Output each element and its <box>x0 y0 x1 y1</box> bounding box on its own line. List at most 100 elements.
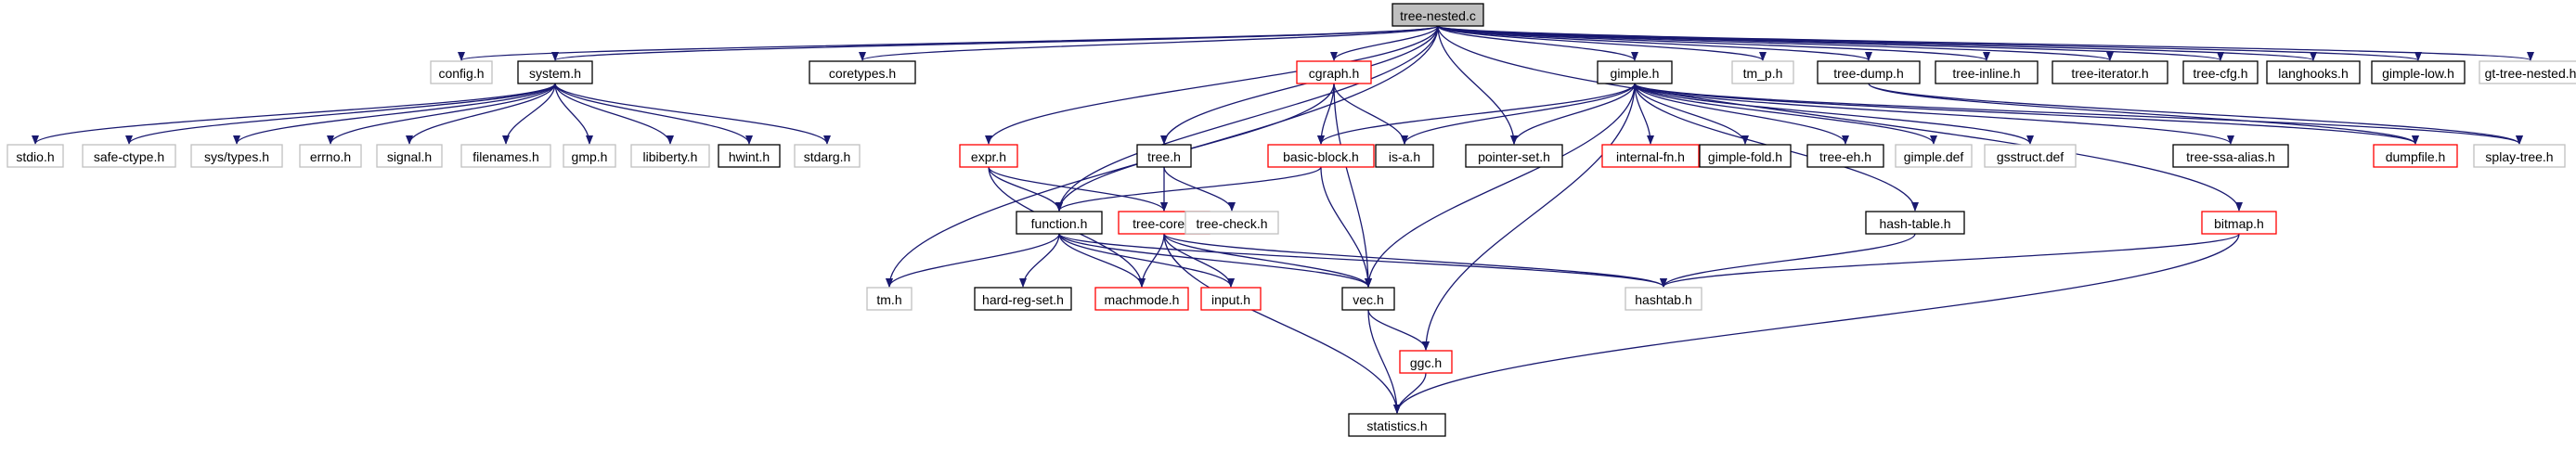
node-tmp[interactable]: tm_p.h <box>1731 60 1794 84</box>
node-box-machmode[interactable] <box>1094 287 1189 311</box>
node-box-tm[interactable] <box>866 287 913 311</box>
node-box-hashtable[interactable] <box>1865 211 1965 235</box>
node-config[interactable]: config.h <box>430 60 493 84</box>
node-function[interactable]: function.h <box>1016 211 1103 235</box>
node-box-safectype[interactable] <box>82 144 176 168</box>
node-box-cgraph[interactable] <box>1296 60 1372 84</box>
node-box-vec[interactable] <box>1341 287 1395 311</box>
node-box-isa[interactable] <box>1375 144 1434 168</box>
node-box-tree[interactable] <box>1136 144 1192 168</box>
node-box-gtnested[interactable] <box>2479 60 2576 84</box>
node-box-gsstruct[interactable] <box>1984 144 2077 168</box>
node-hashtab[interactable]: hashtab.h <box>1625 287 1702 311</box>
node-input[interactable]: input.h <box>1200 287 1262 311</box>
node-splaytree[interactable]: splay-tree.h <box>2473 144 2566 168</box>
node-box-signal[interactable] <box>376 144 443 168</box>
node-box-treeiter[interactable] <box>2052 60 2168 84</box>
node-box-treedump[interactable] <box>1817 60 1921 84</box>
node-box-dumpfile[interactable] <box>2373 144 2458 168</box>
node-box-coretypes[interactable] <box>809 60 916 84</box>
node-system[interactable]: system.h <box>517 60 593 84</box>
node-systypes[interactable]: sys/types.h <box>190 144 283 168</box>
node-box-hardregset[interactable] <box>974 287 1072 311</box>
node-treeinline[interactable]: tree-inline.h <box>1935 60 2039 84</box>
node-box-errno[interactable] <box>299 144 362 168</box>
node-box-config[interactable] <box>430 60 493 84</box>
node-box-gimplefold[interactable] <box>1699 144 1792 168</box>
node-box-function[interactable] <box>1016 211 1103 235</box>
node-treecfg[interactable]: tree-cfg.h <box>2182 60 2259 84</box>
node-box-root[interactable] <box>1392 3 1484 27</box>
node-box-stdarg[interactable] <box>794 144 861 168</box>
node-isa[interactable]: is-a.h <box>1375 144 1434 168</box>
node-treeeh[interactable]: tree-eh.h <box>1806 144 1884 168</box>
node-box-gimpledef[interactable] <box>1895 144 1973 168</box>
node-treessaalias[interactable]: tree-ssa-alias.h <box>2172 144 2289 168</box>
node-box-internalfn[interactable] <box>1601 144 1700 168</box>
node-box-system[interactable] <box>517 60 593 84</box>
node-box-langhooks[interactable] <box>2266 60 2361 84</box>
node-treecheck[interactable]: tree-check.h <box>1184 211 1279 235</box>
node-bitmap[interactable]: bitmap.h <box>2201 211 2277 235</box>
node-box-treecheck[interactable] <box>1184 211 1279 235</box>
node-filenames[interactable]: filenames.h <box>460 144 551 168</box>
node-box-treeinline[interactable] <box>1935 60 2039 84</box>
node-dumpfile[interactable]: dumpfile.h <box>2373 144 2458 168</box>
node-gimplelow[interactable]: gimple-low.h <box>2371 60 2466 84</box>
node-libiberty[interactable]: libiberty.h <box>630 144 710 168</box>
node-pointerset[interactable]: pointer-set.h <box>1465 144 1563 168</box>
node-box-filenames[interactable] <box>460 144 551 168</box>
node-expr[interactable]: expr.h <box>959 144 1018 168</box>
node-gmp[interactable]: gmp.h <box>563 144 616 168</box>
node-statistics[interactable]: statistics.h <box>1348 413 1446 437</box>
node-box-gmp[interactable] <box>563 144 616 168</box>
node-box-expr[interactable] <box>959 144 1018 168</box>
node-treeiter[interactable]: tree-iterator.h <box>2052 60 2168 84</box>
node-box-hwint[interactable] <box>718 144 781 168</box>
node-box-gimple[interactable] <box>1597 60 1673 84</box>
node-box-treessaalias[interactable] <box>2172 144 2289 168</box>
node-label-pointerset: pointer-set.h <box>1478 149 1550 164</box>
edge-system-to-safectype <box>125 83 556 145</box>
node-box-treeeh[interactable] <box>1806 144 1884 168</box>
node-box-stdio[interactable] <box>6 144 64 168</box>
node-box-systypes[interactable] <box>190 144 283 168</box>
node-cgraph[interactable]: cgraph.h <box>1296 60 1372 84</box>
node-hardregset[interactable]: hard-reg-set.h <box>974 287 1072 311</box>
node-langhooks[interactable]: langhooks.h <box>2266 60 2361 84</box>
node-box-tmp[interactable] <box>1731 60 1794 84</box>
node-box-ggc[interactable] <box>1399 350 1453 374</box>
node-signal[interactable]: signal.h <box>376 144 443 168</box>
node-safectype[interactable]: safe-ctype.h <box>82 144 176 168</box>
node-gimple[interactable]: gimple.h <box>1597 60 1673 84</box>
node-treedump[interactable]: tree-dump.h <box>1817 60 1921 84</box>
node-box-gimplelow[interactable] <box>2371 60 2466 84</box>
node-root[interactable]: tree-nested.c <box>1392 3 1484 27</box>
node-coretypes[interactable]: coretypes.h <box>809 60 916 84</box>
node-box-treecfg[interactable] <box>2182 60 2259 84</box>
node-stdarg[interactable]: stdarg.h <box>794 144 861 168</box>
node-ggc[interactable]: ggc.h <box>1399 350 1453 374</box>
node-hashtable[interactable]: hash-table.h <box>1865 211 1965 235</box>
node-box-bitmap[interactable] <box>2201 211 2277 235</box>
node-machmode[interactable]: machmode.h <box>1094 287 1189 311</box>
node-tree[interactable]: tree.h <box>1136 144 1192 168</box>
node-box-statistics[interactable] <box>1348 413 1446 437</box>
node-hwint[interactable]: hwint.h <box>718 144 781 168</box>
node-errno[interactable]: errno.h <box>299 144 362 168</box>
node-box-splaytree[interactable] <box>2473 144 2566 168</box>
node-box-hashtab[interactable] <box>1625 287 1702 311</box>
node-box-pointerset[interactable] <box>1465 144 1563 168</box>
node-internalfn[interactable]: internal-fn.h <box>1601 144 1700 168</box>
node-box-libiberty[interactable] <box>630 144 710 168</box>
node-tm[interactable]: tm.h <box>866 287 913 311</box>
node-stdio[interactable]: stdio.h <box>6 144 64 168</box>
node-box-basicblock[interactable] <box>1267 144 1375 168</box>
node-gsstruct[interactable]: gsstruct.def <box>1984 144 2077 168</box>
node-gimplefold[interactable]: gimple-fold.h <box>1699 144 1792 168</box>
node-box-input[interactable] <box>1200 287 1262 311</box>
node-basicblock[interactable]: basic-block.h <box>1267 144 1375 168</box>
node-vec[interactable]: vec.h <box>1341 287 1395 311</box>
node-gimpledef[interactable]: gimple.def <box>1895 144 1973 168</box>
node-gtnested[interactable]: gt-tree-nested.h <box>2479 60 2576 84</box>
